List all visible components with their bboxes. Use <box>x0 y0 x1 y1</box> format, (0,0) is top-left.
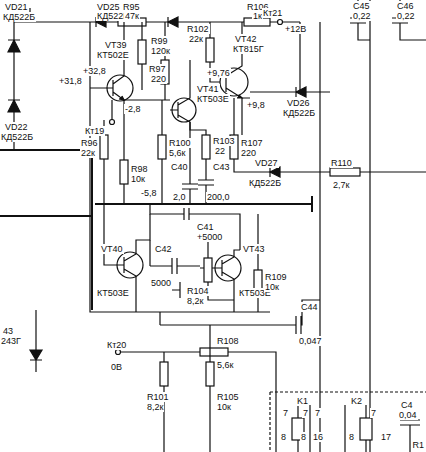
schematic-label: 7 <box>314 408 321 418</box>
schematic-label: R97 <box>148 64 167 74</box>
schematic-label: K2 <box>350 396 363 406</box>
schematic-label: Кт21 <box>262 8 283 18</box>
schematic-label: R101 <box>146 392 170 402</box>
schematic-label: 10к <box>216 402 232 412</box>
schematic-label: 0В <box>110 362 123 372</box>
schematic-label: VT41 <box>196 84 220 94</box>
schematic-label: C42 <box>154 244 173 254</box>
schematic-label: 5,6к <box>216 360 234 370</box>
schematic-label: VD27 <box>254 158 279 168</box>
schematic-label: 2,0 <box>172 192 187 202</box>
schematic-label: 2,7к <box>332 180 350 190</box>
schematic-label: 16 <box>312 432 324 442</box>
schematic-label: -5,8 <box>140 188 158 198</box>
schematic-label: +9,8 <box>246 100 266 110</box>
schematic-label: 5000 <box>150 278 172 288</box>
schematic-label: R110 <box>330 158 353 168</box>
schematic-label: VD22 <box>4 122 29 132</box>
schematic-label: R100 <box>168 138 192 148</box>
schematic-label: R108 <box>216 336 240 346</box>
schematic-label: 0,047 <box>298 336 323 346</box>
schematic-label: КД522Б <box>248 178 282 188</box>
schematic-label: R1 <box>411 440 425 450</box>
schematic-label: 8,2к <box>186 296 204 306</box>
schematic-label: 5,6к <box>168 148 186 158</box>
schematic-label: VD26 <box>286 98 311 108</box>
schematic-label: -2,8 <box>124 104 142 114</box>
schematic-label: K1 <box>296 396 309 406</box>
schematic-label: R99 <box>150 36 169 46</box>
schematic-label: КТ503Е <box>196 94 230 104</box>
schematic-label: 7 <box>282 408 289 418</box>
schematic-label: 0,04 <box>398 410 418 420</box>
schematic-label: +5000 <box>196 232 223 242</box>
schematic-label: R98 <box>130 164 149 174</box>
schematic-label: C44 <box>300 302 319 312</box>
schematic-label: КТ815Г <box>232 44 265 54</box>
schematic-label: +9,76 <box>206 68 231 78</box>
schematic-label: +12В <box>284 24 307 34</box>
schematic-label: КД522Б <box>0 132 34 142</box>
schematic-label: 8,2к <box>146 402 164 412</box>
schematic-label: 47к <box>124 11 140 21</box>
schematic-label: VD21 <box>4 2 29 12</box>
schematic-label: КТ502Е <box>96 50 130 60</box>
schematic-label: 7 <box>302 408 309 418</box>
schematic-label: VT39 <box>104 40 128 50</box>
schematic-label: R102 <box>186 24 210 34</box>
schematic-label: 22к <box>80 148 96 158</box>
schematic-label: 22 <box>214 146 226 156</box>
schematic-label: 10к <box>264 282 280 292</box>
schematic-label: VT40 <box>100 244 124 254</box>
schematic-label: Кт19 <box>84 126 105 136</box>
schematic-label: 200,0 <box>206 192 231 202</box>
schematic-label: 8 <box>300 432 307 442</box>
schematic-label: R105 <box>216 392 240 402</box>
schematic-label: +31,8 <box>58 76 83 86</box>
schematic-label: C41 <box>196 222 215 232</box>
schematic-label: 8 <box>348 432 355 442</box>
schematic-label: 220 <box>150 74 167 84</box>
schematic-label: 17 <box>380 432 392 442</box>
schematic-label: C4 <box>400 400 414 410</box>
schematic-label: VT43 <box>242 244 266 254</box>
schematic-label: 22к <box>188 34 204 44</box>
schematic-label: 243Г <box>0 336 22 346</box>
schematic-label: R96 <box>80 138 99 148</box>
schematic-label: 120к <box>150 46 171 56</box>
schematic-label: 43 <box>2 326 14 336</box>
schematic-label: 7 <box>370 408 377 418</box>
schematic-label: C43 <box>212 162 231 172</box>
schematic-label: C46 <box>396 1 415 11</box>
schematic-label: 0,22 <box>396 11 416 21</box>
schematic-label: +32,8 <box>82 66 107 76</box>
schematic-label: R103 <box>212 136 236 146</box>
schematic-label: КТ503Е <box>96 288 130 298</box>
schematic-label: 10к <box>130 174 146 184</box>
schematic-label: R104 <box>186 286 210 296</box>
schematic-label: КД522Б <box>282 108 316 118</box>
schematic-label: КД522Б <box>2 12 36 22</box>
schematic-label: 0,22 <box>352 11 372 21</box>
schematic-label: Кт20 <box>106 340 127 350</box>
schematic-label: 220 <box>240 148 257 158</box>
schematic-label: R107 <box>240 138 264 148</box>
schematic-label: C40 <box>170 162 189 172</box>
schematic-label: 8 <box>280 432 287 442</box>
schematic-label: R109 <box>264 272 288 282</box>
schematic-label: C45 <box>352 1 371 11</box>
schematic-label: VT42 <box>234 34 258 44</box>
